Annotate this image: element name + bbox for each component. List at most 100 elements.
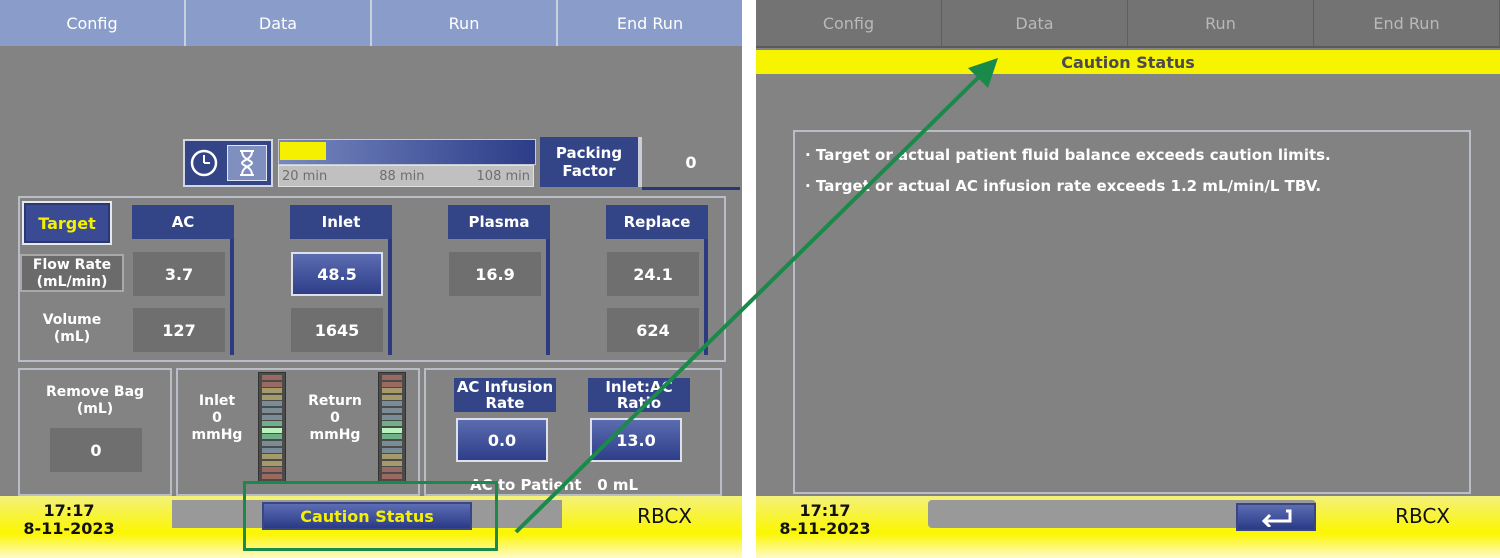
gauge-segment [262,421,282,427]
procedure-progress: 20 min 88 min 108 min [278,139,536,189]
gauge-segment [382,447,402,453]
packing-line1: Packing [555,144,623,162]
progress-track [278,139,536,165]
status-footer: 17:17 8-11-2023 RBCX [756,496,1500,558]
replace-flow-value: 24.1 [607,252,699,296]
gauge-segment [262,447,282,453]
ac-flow-value: 3.7 [133,252,225,296]
inlet-ac-line2: Ratio [616,394,662,412]
status-footer: 17:17 8-11-2023 Caution Status RBCX [0,496,742,558]
mode-label: RBCX [1395,504,1450,528]
inlet-ac-button[interactable]: 13.0 [590,418,682,462]
gauge-segment [382,421,402,427]
clock-readout: 17:17 8-11-2023 [16,502,122,538]
return-pressure-unit: mmHg [309,427,361,443]
tab-run[interactable]: Run [372,0,558,46]
gauge-segment [382,388,402,394]
return-pressure-label: Return 0 mmHg [302,393,368,444]
gauge-segment [382,440,402,446]
target-button[interactable]: Target [22,201,112,245]
gauge-segment [262,460,282,466]
gauge-segment [262,467,282,473]
gauge-segment [262,414,282,420]
return-pressure-gauge [378,372,406,482]
volume-line1: Volume [42,312,102,328]
clock-readout: 17:17 8-11-2023 [772,502,878,538]
annotation-highlight-box [243,481,498,551]
column-inlet: Inlet [290,205,392,355]
clock-icon [190,149,218,177]
tab-config[interactable]: Config [756,0,942,46]
back-button[interactable] [1236,503,1316,531]
tick-label: 108 min [476,168,530,184]
caution-status-screen: Config Data Run End Run Caution Status ·… [756,0,1500,558]
gauge-segment [382,434,402,440]
return-pressure-title: Return [308,393,362,409]
column-header: AC [132,205,234,239]
return-pressure-value: 0 [330,410,340,426]
ac-infusion-header: AC Infusion Rate [454,378,556,412]
gauge-segment [262,401,282,407]
tick-label: 88 min [379,168,425,184]
run-screen: Config Data Run End Run 20 min 88 min 10… [0,0,742,558]
replace-volume-value: 624 [607,308,699,352]
column-header: Plasma [448,205,550,239]
time-text: 17:17 [799,501,851,520]
gauge-segment [382,375,402,380]
column-header: Inlet [290,205,392,239]
ac-infusion-button[interactable]: 0.0 [456,418,548,462]
gauge-segment [262,473,282,479]
caution-status-banner: Caution Status [756,50,1500,74]
flow-line2: (mL/min) [36,274,108,290]
tab-data[interactable]: Data [942,0,1128,46]
time-text: 17:17 [43,501,95,520]
clock-button[interactable] [185,141,223,185]
gauge-segment [262,388,282,394]
tick-label: 20 min [282,168,328,184]
remove-bag-panel [18,368,172,496]
tab-end-run[interactable]: End Run [1314,0,1500,46]
pressure-panel [176,368,420,496]
tab-bar: Config Data Run End Run [756,0,1500,48]
gauge-segment [382,473,402,479]
gauge-segment [262,375,282,380]
tab-end-run[interactable]: End Run [558,0,742,46]
inlet-pressure-label: Inlet 0 mmHg [184,393,250,444]
packing-factor-value: 0 [642,137,740,190]
gauge-segment [382,407,402,413]
caution-message: · Target or actual patient fluid balance… [805,146,1331,164]
flow-rate-label: Flow Rate (mL/min) [20,254,124,292]
time-mode-toggle [183,139,273,187]
hourglass-button[interactable] [227,145,267,181]
date-text: 8-11-2023 [23,519,115,538]
caution-message: · Target or actual AC infusion rate exce… [805,177,1322,195]
remove-bag-value: 0 [50,428,142,472]
tab-run[interactable]: Run [1128,0,1314,46]
hourglass-icon [240,150,254,176]
tab-data[interactable]: Data [186,0,372,46]
gauge-segment [262,454,282,460]
ac-to-patient-value: 0 mL [597,476,639,494]
inlet-volume-value: 1645 [291,308,383,352]
gauge-segment [382,460,402,466]
plasma-flow-value: 16.9 [449,252,541,296]
return-arrow-icon [1261,509,1292,527]
gauge-segment [382,414,402,420]
remove-bag-line1: Remove Bag [45,384,145,400]
gauge-segment [262,394,282,400]
gauge-segment [262,381,282,387]
inlet-pressure-gauge [258,372,286,482]
inlet-flow-button[interactable]: 48.5 [291,252,383,296]
tab-config[interactable]: Config [0,0,186,46]
remove-bag-line2: (mL) [76,401,114,417]
date-text: 8-11-2023 [779,519,871,538]
gauge-segment [262,434,282,440]
volume-label: Volume (mL) [20,312,124,346]
ac-volume-value: 127 [133,308,225,352]
caution-status-button[interactable]: Caution Status [262,502,472,530]
mode-label: RBCX [637,504,692,528]
column-header: Replace [606,205,708,239]
inlet-pressure-value: 0 [212,410,222,426]
remove-bag-label: Remove Bag (mL) [30,384,160,418]
flow-line1: Flow Rate [32,257,112,273]
